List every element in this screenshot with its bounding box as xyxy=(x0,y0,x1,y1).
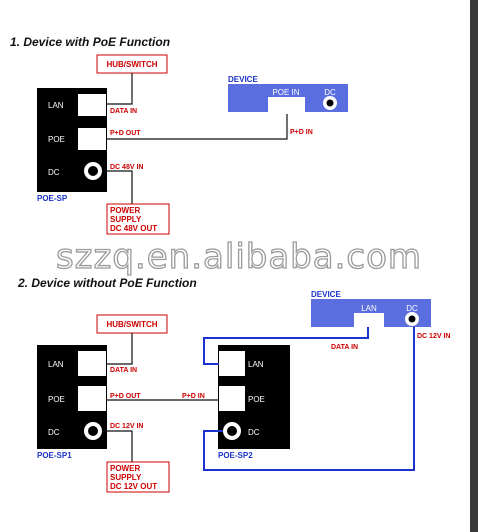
splitter-lan-port xyxy=(219,351,245,376)
lan-port-2 xyxy=(78,351,106,376)
cable-dc-to-psu-2 xyxy=(102,430,133,462)
cable-dc-to-psu-1 xyxy=(102,170,133,204)
splitter-dc-label: DC xyxy=(248,428,260,437)
poe-in-label: POE IN xyxy=(272,88,299,97)
lan-port-1 xyxy=(78,94,106,116)
psu2-line3: DC 12V OUT xyxy=(110,482,157,491)
poe-in-port xyxy=(268,97,305,112)
poe-port-1 xyxy=(78,128,106,150)
power-supply-box-1 xyxy=(106,203,170,235)
splitter-dc-jack-inner xyxy=(227,426,237,436)
psu1-line1: POWER xyxy=(110,206,140,215)
poe-label-1: POE xyxy=(48,135,65,144)
splitter-name: POE-SP2 xyxy=(218,451,253,460)
section1-title: 1. Device with PoE Function xyxy=(10,35,170,49)
splitter-poe-port xyxy=(219,386,245,411)
splitter-lan-label: LAN xyxy=(248,360,264,369)
cable-hub-to-lan-1 xyxy=(106,73,133,105)
hub-switch-label-2: HUB/SWITCH xyxy=(106,320,157,329)
psu1-line2: SUPPLY xyxy=(110,215,142,224)
psu1-line3: DC 48V OUT xyxy=(110,224,157,233)
device-title-2: DEVICE xyxy=(311,290,341,299)
cable-poe-to-device xyxy=(106,114,288,140)
poe-label-2: POE xyxy=(48,395,65,404)
lan-label-2: LAN xyxy=(48,360,64,369)
psu2-line1: POWER xyxy=(110,464,140,473)
dc-jack-1-inner xyxy=(88,166,98,176)
dc-label-1: DC xyxy=(48,168,60,177)
lan-label-1: LAN xyxy=(48,101,64,110)
dc-jack-2-inner xyxy=(88,426,98,436)
device-title-1: DEVICE xyxy=(228,75,258,84)
device-dc-jack-1-inner xyxy=(326,99,334,107)
dc-label-2: DC xyxy=(48,428,60,437)
device-dc-label-1: DC xyxy=(324,88,336,97)
right-frame-bar xyxy=(470,0,478,532)
poe-port-2 xyxy=(78,386,106,411)
data-in-label-right: DATA IN xyxy=(331,344,358,351)
dc12-in-label: DC 12V IN xyxy=(110,423,143,430)
device-dc-jack-2-inner xyxy=(408,315,416,323)
splitter-poe-label: POE xyxy=(248,395,265,404)
device-lan-port xyxy=(354,313,384,327)
cable-hub-to-lan-2 xyxy=(106,333,133,365)
power-supply-box-2 xyxy=(106,461,170,493)
device-lan-label: LAN xyxy=(361,304,377,313)
section2-title: 2. Device without PoE Function xyxy=(17,276,197,290)
device-dc-label-2: DC xyxy=(406,304,418,313)
data-in-label-1: DATA IN xyxy=(110,108,137,115)
pd-in-label-1: P+D IN xyxy=(290,129,313,136)
data-in-label-2: DATA IN xyxy=(110,367,137,374)
dc48-in-label: DC 48V IN xyxy=(110,164,143,171)
pd-out-label-2: P+D OUT xyxy=(110,393,141,400)
injector-name-1: POE-SP xyxy=(37,194,68,203)
hub-switch-label-1: HUB/SWITCH xyxy=(106,60,157,69)
cable-dc-to-device xyxy=(203,324,415,471)
pd-in-label-2: P+D IN xyxy=(182,393,205,400)
watermark-text: szzq.en.alibaba.com xyxy=(56,237,422,277)
psu2-line2: SUPPLY xyxy=(110,473,142,482)
injector-name-2: POE-SP1 xyxy=(37,451,72,460)
dc12-in-device-label: DC 12V IN xyxy=(417,333,450,340)
pd-out-label-1: P+D OUT xyxy=(110,130,141,137)
cable-lan-to-device xyxy=(203,318,369,365)
